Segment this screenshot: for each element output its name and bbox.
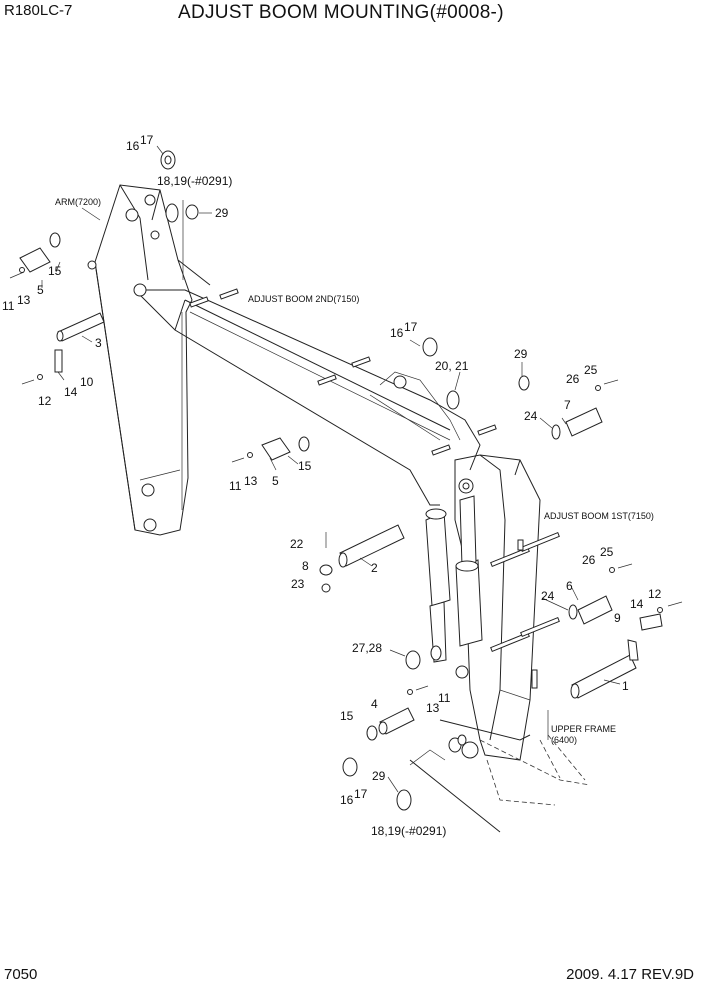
callout-25: 25 [584, 363, 598, 377]
callout-18-19: 18,19(-#0291) [371, 824, 446, 838]
callout-3: 3 [95, 336, 102, 350]
page-title: ADJUST BOOM MOUNTING(#0008-) [178, 2, 504, 23]
part-pins-6-7 [565, 407, 613, 625]
callout-29: 29 [372, 769, 386, 783]
callout-8: 8 [302, 559, 309, 573]
callout-26: 26 [582, 553, 596, 567]
callout-18-19: 18,19(-#0291) [157, 174, 232, 188]
callout-22: 22 [290, 537, 304, 551]
label-boom-2nd: ADJUST BOOM 2ND(7150) [248, 294, 359, 304]
part-pin-3 [56, 312, 105, 342]
callout-15: 15 [340, 709, 354, 723]
callout-14: 14 [630, 597, 644, 611]
callout-29: 29 [514, 347, 528, 361]
upper-frame [409, 719, 591, 833]
callout-9: 9 [614, 611, 621, 625]
callout-26: 26 [566, 372, 580, 386]
part-pin-4 [378, 707, 415, 735]
callout-16: 16 [390, 326, 404, 340]
callout-24: 24 [541, 589, 555, 603]
adjust-cylinder [425, 495, 483, 663]
callout-17: 17 [140, 133, 154, 147]
callout-7: 7 [564, 398, 571, 412]
part-washers [49, 150, 578, 811]
callout-23: 23 [291, 577, 305, 591]
callout-11: 11 [229, 479, 242, 493]
callout-13: 13 [17, 293, 31, 307]
callout-16: 16 [126, 139, 140, 153]
callout-4: 4 [371, 697, 378, 711]
part-bolts [9, 267, 683, 695]
callout-11: 11 [2, 299, 15, 313]
callout-5: 5 [272, 474, 279, 488]
leader-lines [41, 145, 621, 793]
callout-20-21: 20, 21 [435, 359, 469, 373]
callout-15: 15 [48, 264, 62, 278]
label-upper-frame: UPPER FRAME [551, 724, 616, 734]
callout-2: 2 [371, 561, 378, 575]
label-boom-1st: ADJUST BOOM 1ST(7150) [544, 511, 654, 521]
callout-14: 14 [64, 385, 78, 399]
callout-11: 11 [438, 691, 451, 705]
boom-2nd-structure [133, 283, 497, 506]
callout-13: 13 [426, 701, 440, 715]
callout-16: 16 [340, 793, 354, 807]
callout-6: 6 [566, 579, 573, 593]
callout-10: 10 [80, 375, 94, 389]
callout-13: 13 [244, 474, 258, 488]
callout-labels: 16 17 18,19(-#0291) 29 15 5 11 13 3 10 1… [2, 133, 662, 838]
revision-date: 2009. 4.17 REV.9D [566, 966, 694, 983]
part-pin-2 [338, 524, 405, 568]
callout-17: 17 [404, 320, 418, 334]
callout-24: 24 [524, 409, 538, 423]
callout-25: 25 [600, 545, 614, 559]
model-code: R180LC-7 [4, 2, 73, 19]
callout-15: 15 [298, 459, 312, 473]
callout-17: 17 [354, 787, 368, 801]
boom-1st-structure [454, 454, 560, 761]
callout-27-28: 27,28 [352, 641, 382, 655]
arm-structure [87, 184, 211, 536]
callout-5: 5 [37, 283, 44, 297]
part-plates-5-10 [19, 247, 663, 631]
callout-29: 29 [215, 206, 229, 220]
part-pin-1 [570, 639, 639, 699]
callout-12: 12 [648, 587, 662, 601]
label-arm: ARM(7200) [55, 197, 101, 207]
page-number: 7050 [4, 966, 38, 983]
callout-12: 12 [38, 394, 52, 408]
label-upper-frame-ref: (6400) [551, 735, 577, 745]
callout-1: 1 [622, 679, 629, 693]
